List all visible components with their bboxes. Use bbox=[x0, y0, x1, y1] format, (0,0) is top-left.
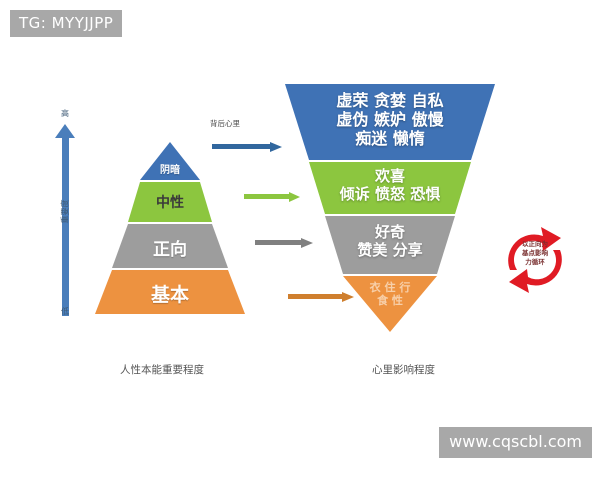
axis-arrowhead-icon bbox=[55, 124, 75, 138]
axis-top-label: 高 bbox=[61, 109, 69, 118]
inverted-band-1-line-3: 痴迷 懒惰 bbox=[355, 128, 425, 148]
flow-arrow-3 bbox=[255, 238, 313, 248]
inverted-band-1-text: 虚荣 贪婪 自私 虚伪 嫉妒 傲慢 痴迷 懒惰 bbox=[285, 91, 495, 149]
inverted-band-3-line-1: 好奇 bbox=[374, 223, 405, 241]
site-watermark: www.cqscbl.com bbox=[439, 427, 592, 458]
left-pyramid-caption: 人性本能重要程度 bbox=[120, 364, 204, 376]
inverted-pyramid: 虚荣 贪婪 自私 虚伪 嫉妒 傲慢 痴迷 懒惰 欢喜 倾诉 愤怒 恐惧 好奇 赞… bbox=[285, 84, 495, 332]
inverted-band-4-text: 衣 住 行 食 性 bbox=[285, 281, 495, 308]
inverted-band-4-line-1: 衣 住 行 bbox=[369, 281, 411, 294]
inverted-band-1-line-2: 虚伪 嫉妒 傲慢 bbox=[336, 109, 444, 129]
cycle-line-3: 力循环 bbox=[525, 257, 545, 266]
axis-bottom-label: 低 bbox=[61, 307, 69, 316]
inverted-band-2[interactable]: 欢喜 倾诉 愤怒 恐惧 bbox=[285, 162, 495, 214]
flow-arrow-4 bbox=[288, 292, 354, 302]
flow-arrow-3-tip-icon bbox=[301, 238, 313, 248]
inverted-band-3[interactable]: 好奇 赞美 分享 bbox=[285, 216, 495, 274]
inverted-band-2-line-2: 倾诉 愤怒 恐惧 bbox=[339, 184, 441, 203]
inverted-band-4[interactable]: 衣 住 行 食 性 bbox=[285, 276, 495, 332]
flow-arrow-1 bbox=[212, 142, 282, 152]
cycle-line-1: 以正向为 bbox=[522, 240, 548, 248]
flow-arrow-3-bar bbox=[255, 240, 301, 245]
inverted-band-1[interactable]: 虚荣 贪婪 自私 虚伪 嫉妒 傲慢 痴迷 懒惰 bbox=[285, 84, 495, 160]
flow-arrow-2 bbox=[244, 192, 300, 202]
axis-title: 重要度 bbox=[60, 199, 70, 224]
pyramid-layer-4[interactable]: 基本 bbox=[95, 270, 245, 314]
flow-arrow-group-label: 背后心里 bbox=[210, 119, 240, 128]
influence-cycle: 以正向为 基点影响 力循环 bbox=[497, 218, 573, 302]
inverted-band-4-line-2: 食 性 bbox=[377, 293, 403, 307]
inverted-band-3-line-2: 赞美 分享 bbox=[357, 240, 423, 259]
inverted-band-2-text: 欢喜 倾诉 愤怒 恐惧 bbox=[285, 167, 495, 203]
cycle-line-2: 基点影响 bbox=[522, 248, 548, 257]
importance-axis: 高 重要度 低 bbox=[48, 109, 82, 318]
left-pyramid: 阴暗 中性 正向 基本 bbox=[95, 142, 245, 314]
flow-arrow-1-tip-icon bbox=[270, 142, 282, 152]
inverted-band-3-text: 好奇 赞美 分享 bbox=[285, 223, 495, 259]
inverted-band-1-line-1: 虚荣 贪婪 自私 bbox=[336, 91, 444, 110]
right-pyramid-caption: 心里影响程度 bbox=[372, 364, 435, 376]
cycle-text: 以正向为 基点影响 力循环 bbox=[497, 240, 573, 266]
pyramid-layer-3[interactable]: 正向 bbox=[95, 224, 245, 268]
flow-arrow-1-bar bbox=[212, 144, 270, 149]
cycle-arrows-icon bbox=[508, 227, 562, 293]
flow-arrow-4-tip-icon bbox=[342, 292, 354, 302]
flow-arrow-2-tip-icon bbox=[289, 192, 300, 202]
pyramid-layer-2[interactable]: 中性 bbox=[95, 182, 245, 222]
tg-watermark-tag: TG: MYYJJPP bbox=[10, 10, 123, 37]
inverted-band-2-line-1: 欢喜 bbox=[374, 167, 405, 185]
axis-shaft bbox=[62, 136, 69, 316]
flow-arrow-2-bar bbox=[244, 194, 289, 199]
flow-arrow-4-bar bbox=[288, 294, 342, 299]
